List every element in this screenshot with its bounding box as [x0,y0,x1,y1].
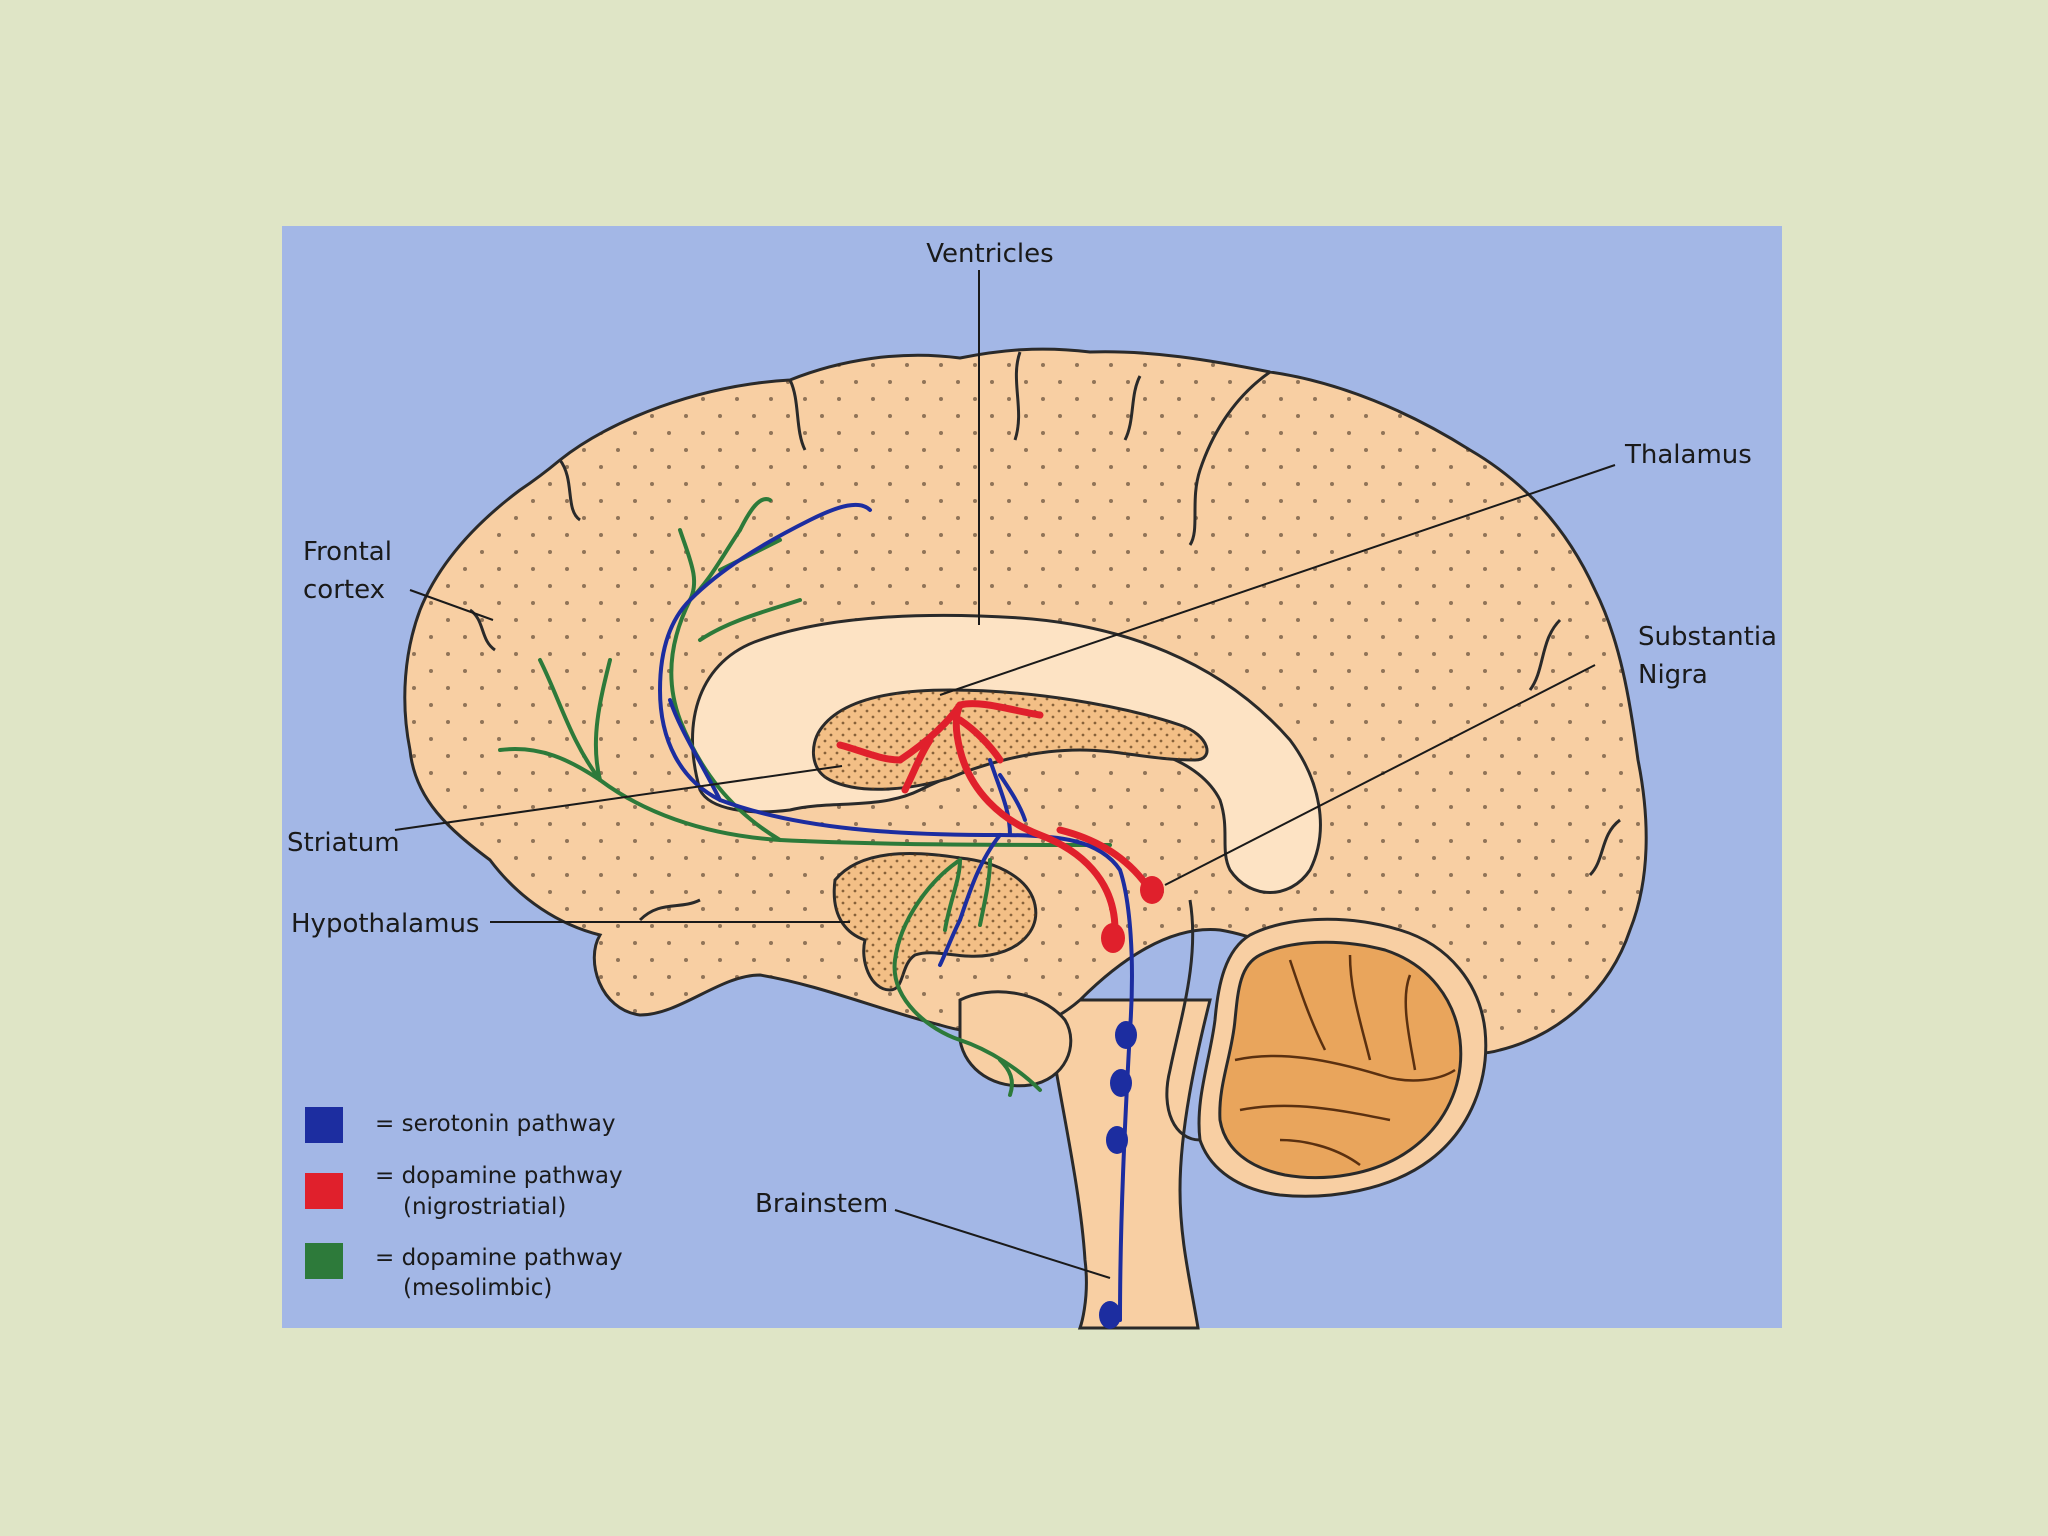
legend-label-mesolimbic: = dopamine pathway [375,1245,623,1271]
label-striatum: Striatum [287,828,400,858]
cerebellum-folia [1234,954,1456,1167]
substantia-nigra-nuclei [1101,876,1164,953]
legend-label-serotonin: = serotonin pathway [375,1111,616,1137]
structure-labels: Ventricles Thalamus Frontal cortex Subst… [287,239,1777,1219]
nigrostriatal-pathway [836,700,1154,934]
legend-swatch-mesolimbic [305,1243,343,1279]
label-ventricles: Ventricles [926,239,1053,269]
label-brainstem: Brainstem [755,1189,888,1219]
label-substantia-nigra: Substantia [1638,622,1777,652]
pons-shape [958,990,1073,1088]
leader-lines [394,270,1616,1279]
label-frontal-cortex-2: cortex [303,575,385,605]
legend-sublabel-nigrostriatal: (nigrostriatial) [403,1194,566,1220]
label-thalamus: Thalamus [1624,440,1752,470]
label-substantia-nigra-2: Nigra [1638,660,1708,690]
legend-swatch-serotonin [305,1107,343,1143]
label-frontal-cortex: Frontal [303,537,392,567]
legend-label-nigrostriatal: = dopamine pathway [375,1163,623,1189]
legend-sublabel-mesolimbic: (mesolimbic) [403,1275,552,1301]
legend-swatch-nigrostriatal [305,1173,343,1209]
cerebellum-shape [1218,940,1463,1180]
label-hypothalamus: Hypothalamus [291,909,479,939]
sulci-lines [469,351,1621,922]
legend: = serotonin pathway = dopamine pathway (… [305,1107,623,1301]
serotonin-nuclei [1099,1021,1137,1329]
